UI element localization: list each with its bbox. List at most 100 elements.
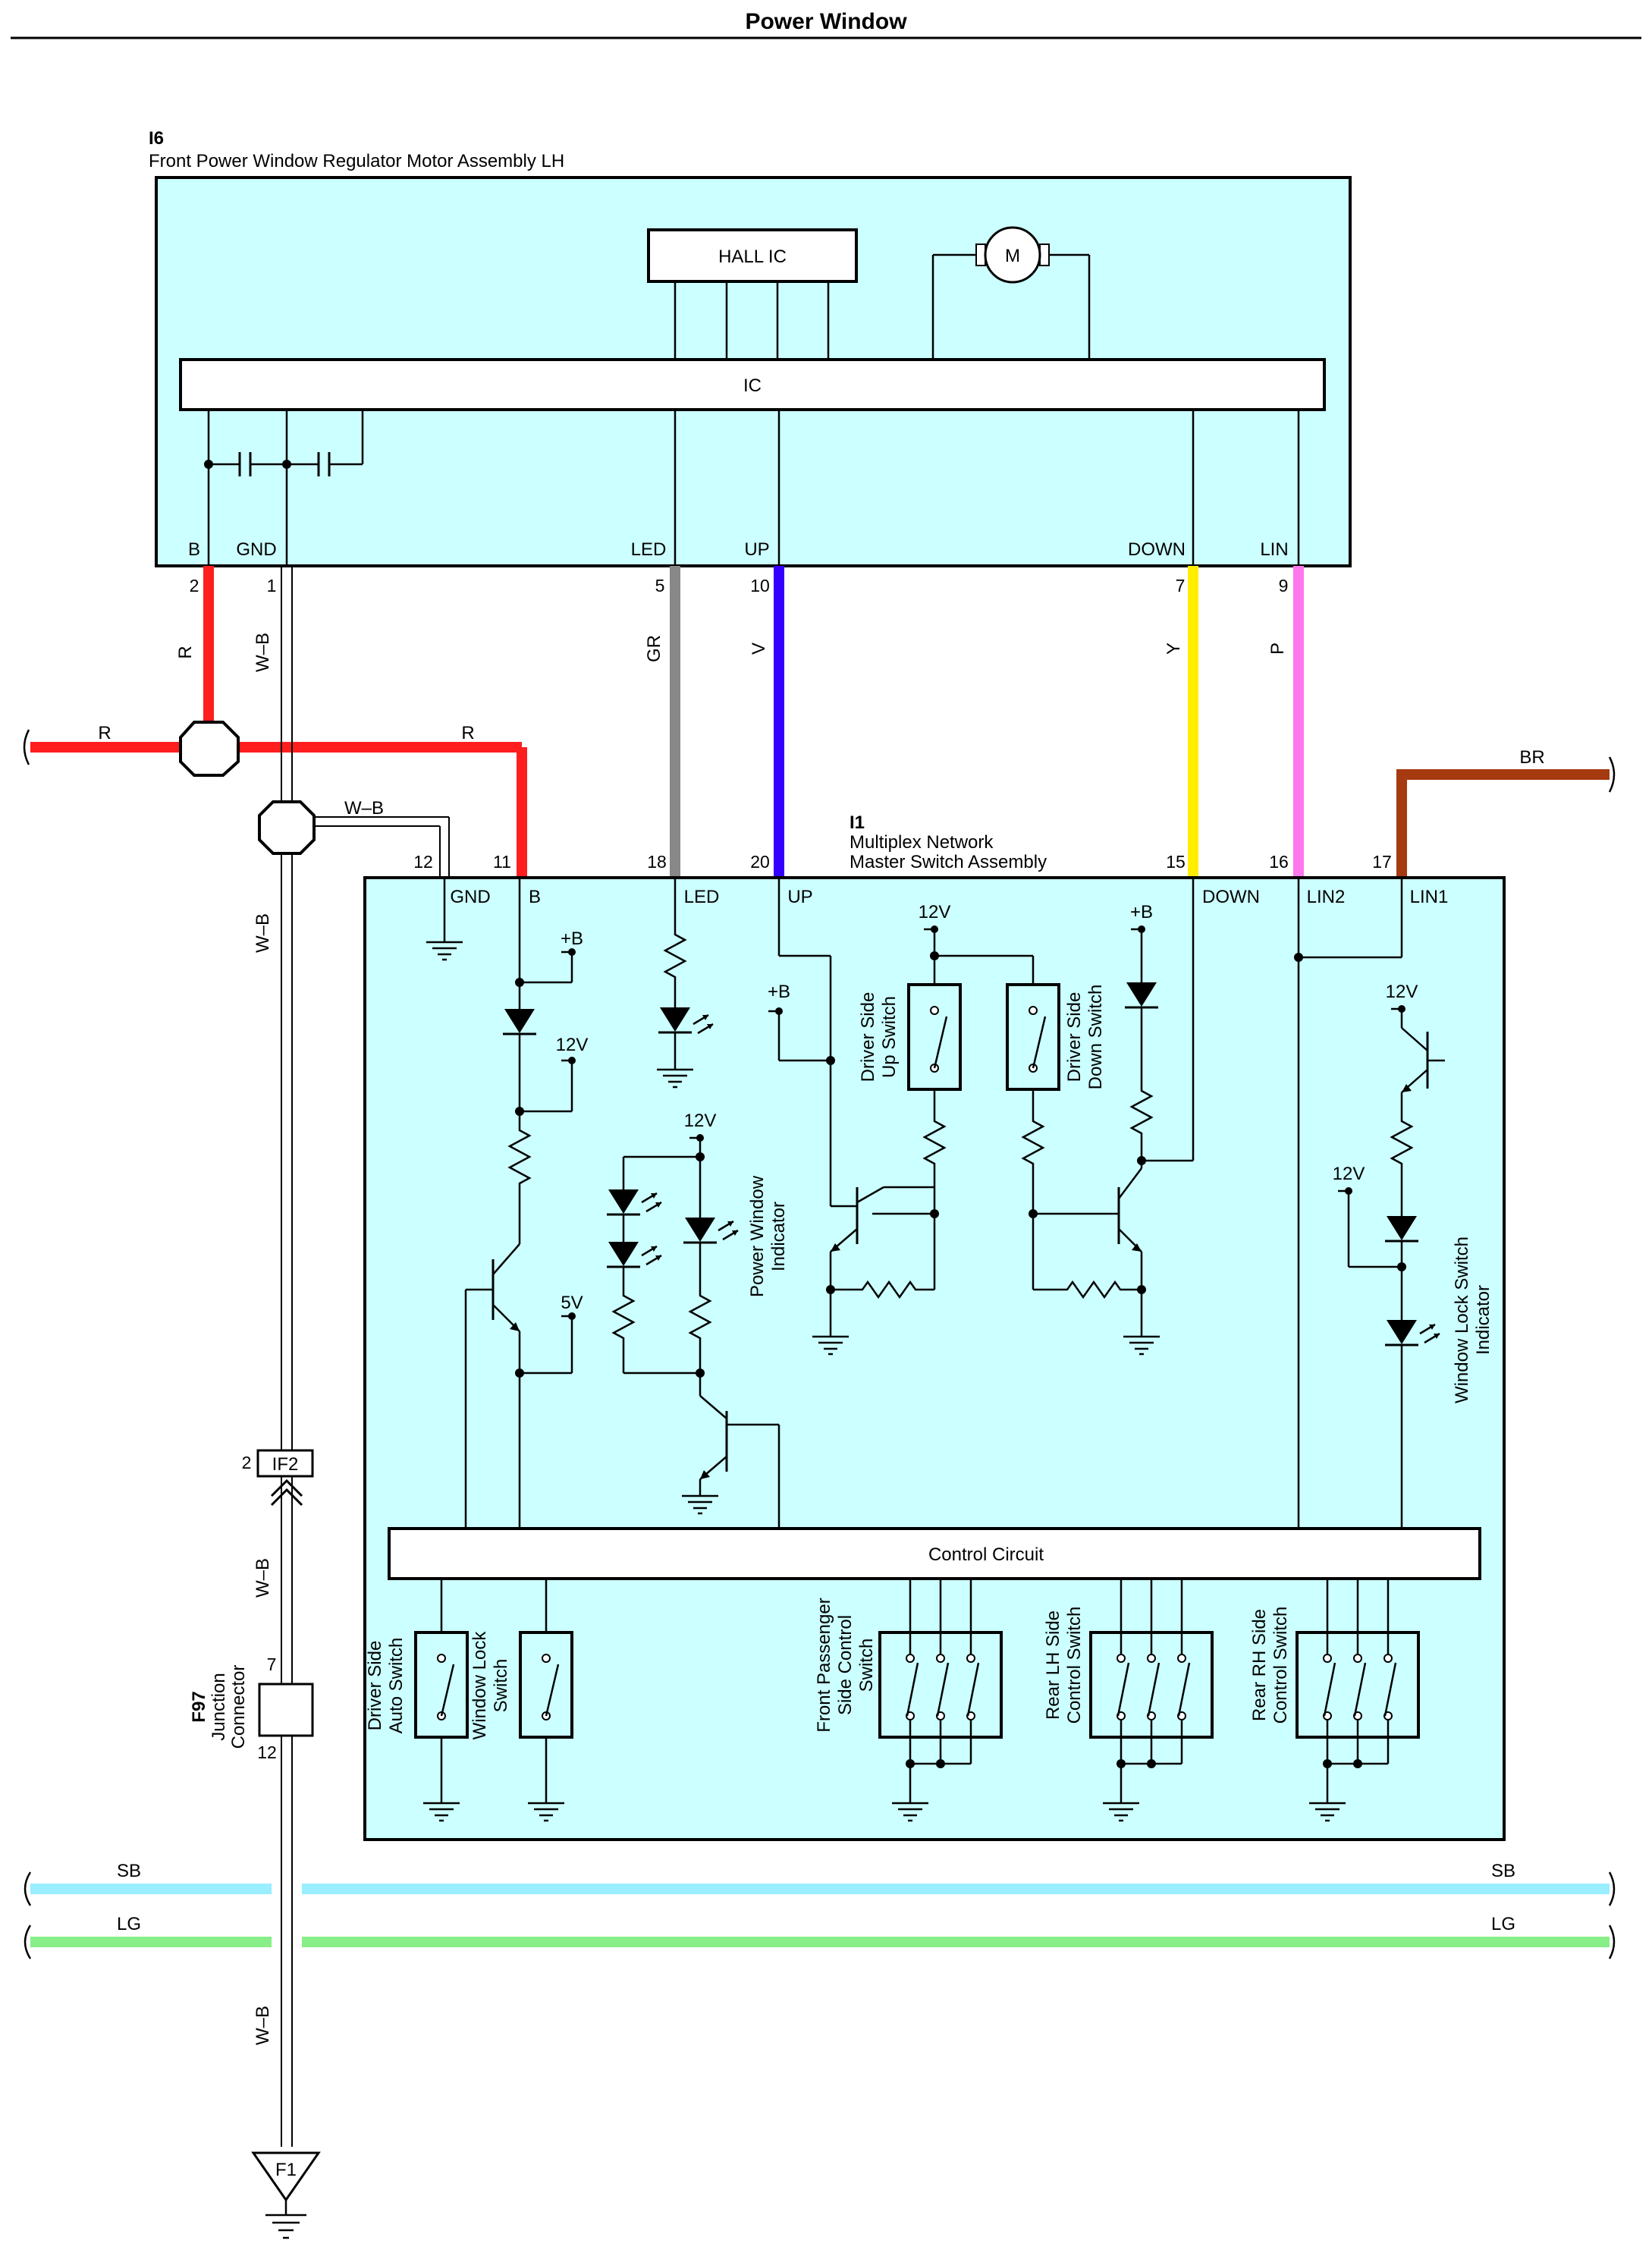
pin-16: 16	[1269, 852, 1289, 872]
wire-label-wb1: W–B	[253, 633, 273, 672]
pin-1: 1	[267, 576, 277, 595]
page-title: Power Window	[745, 9, 907, 34]
term-up: UP	[744, 539, 769, 560]
mterm-b: B	[529, 887, 541, 907]
connector-f97: 7 12 F97 Junction Connector	[189, 1654, 314, 1762]
ground-f1: F1	[251, 2151, 321, 2239]
pin-9: 9	[1279, 576, 1289, 595]
up-switch-label-2: Up Switch	[879, 996, 900, 1078]
pin-18: 18	[647, 852, 667, 872]
mterm-led: LED	[684, 887, 720, 907]
wire-label-gr: GR	[644, 635, 664, 662]
wire-label-wb5: W–B	[253, 2006, 273, 2045]
rlh-label-2: Control Switch	[1064, 1607, 1085, 1724]
mterm-lin2: LIN2	[1307, 887, 1346, 907]
master-switch-assembly: I1 Multiplex Network Master Switch Assem…	[363, 812, 1506, 1841]
lock-indicator-2: Indicator	[1473, 1285, 1493, 1355]
pin-7: 7	[1176, 576, 1186, 595]
wire-label-wb4: W–B	[253, 1558, 273, 1598]
wire-label-lg1: LG	[117, 1914, 141, 1934]
v12-4: 12V	[1386, 982, 1418, 1002]
term-gnd: GND	[236, 539, 276, 560]
pw-indicator-2: Indicator	[768, 1202, 789, 1271]
term-b: B	[188, 539, 200, 560]
control-circuit-box	[388, 1527, 1481, 1580]
down-switch-label-1: Driver Side	[1064, 992, 1085, 1083]
master-name-2: Master Switch Assembly	[850, 852, 1047, 872]
if2-label: IF2	[272, 1454, 299, 1475]
rrh-label-2: Control Switch	[1270, 1607, 1291, 1724]
wire-label-p: P	[1267, 643, 1288, 655]
wire-label-v: V	[749, 643, 769, 655]
lock-switch-label-2: Switch	[491, 1659, 511, 1713]
regulator-name: Front Power Window Regulator Motor Assem…	[149, 151, 564, 171]
v12-1: 12V	[556, 1035, 589, 1055]
wire-label-wb2: W–B	[344, 798, 384, 819]
term-lin: LIN	[1260, 539, 1288, 560]
up-switch-label-1: Driver Side	[858, 992, 878, 1083]
term-led: LED	[631, 539, 667, 560]
pin-2: 2	[190, 576, 199, 595]
f97-pin-bottom: 12	[257, 1742, 277, 1762]
v5: 5V	[561, 1293, 583, 1313]
wire-label-r2: R	[98, 723, 111, 743]
v12-2: 12V	[684, 1111, 717, 1131]
splice-r	[179, 721, 240, 777]
auto-switch-label-1: Driver Side	[365, 1641, 385, 1731]
vb-3: +B	[1130, 902, 1153, 922]
lock-switch-label-1: Window Lock	[470, 1631, 490, 1740]
wire-label-sb1: SB	[117, 1861, 141, 1881]
term-down: DOWN	[1128, 539, 1186, 560]
down-switch-label-2: Down Switch	[1085, 985, 1106, 1090]
connector-if2: 2 IF2	[242, 1449, 314, 1507]
regulator-assembly: I6 Front Power Window Regulator Motor As…	[149, 128, 1352, 595]
pin-11: 11	[493, 852, 511, 872]
master-code: I1	[850, 812, 865, 833]
rear-lh-switch	[1089, 1579, 1214, 1822]
wire-label-r3: R	[461, 723, 474, 743]
if2-pin: 2	[242, 1453, 252, 1472]
fp-label-3: Switch	[856, 1639, 877, 1692]
pin-12: 12	[413, 852, 433, 872]
lock-indicator-1: Window Lock Switch	[1452, 1236, 1472, 1403]
wire-label-sb2: SB	[1491, 1861, 1515, 1881]
control-circuit-label: Control Circuit	[928, 1544, 1044, 1565]
v12-5: 12V	[1333, 1164, 1365, 1184]
wire-br	[1396, 769, 1610, 878]
fp-label-2: Side Control	[835, 1615, 856, 1715]
wire-label-br: BR	[1519, 747, 1544, 768]
splice-wb	[258, 800, 316, 855]
wire-label-y: Y	[1164, 643, 1184, 655]
motor-icon: M	[931, 226, 1091, 360]
wire-r	[30, 566, 527, 878]
ic-box	[179, 358, 1326, 411]
pin-10: 10	[750, 576, 770, 595]
if2-box	[256, 1449, 314, 1478]
fp-label-1: Front Passenger	[814, 1598, 834, 1732]
v12-3: 12V	[919, 902, 951, 922]
master-box	[363, 876, 1506, 1841]
motor-label: M	[1005, 246, 1020, 266]
mterm-gnd: GND	[450, 887, 490, 907]
f97-code: F97	[189, 1691, 209, 1722]
vb-1: +B	[561, 929, 583, 949]
rlh-label-1: Rear LH Side	[1043, 1610, 1063, 1720]
wire-label-r1: R	[175, 646, 196, 658]
hall-ic-box	[647, 228, 858, 283]
regulator-code: I6	[149, 128, 164, 149]
f97-box	[258, 1683, 314, 1737]
mterm-up: UP	[787, 887, 812, 907]
ic-label: IC	[743, 376, 762, 396]
hall-ic-label: HALL IC	[718, 247, 787, 267]
pw-indicator-1: Power Window	[747, 1175, 768, 1297]
wire-wb	[258, 566, 450, 2147]
f97-name-2: Connector	[228, 1665, 249, 1749]
rear-rh-switch	[1296, 1579, 1420, 1822]
master-name-1: Multiplex Network	[850, 832, 994, 853]
pin-17: 17	[1372, 852, 1392, 872]
pin-15: 15	[1166, 852, 1186, 872]
f97-pin-top: 7	[267, 1654, 277, 1674]
ground-label: F1	[275, 2160, 297, 2180]
front-passenger-switch	[878, 1579, 1003, 1822]
